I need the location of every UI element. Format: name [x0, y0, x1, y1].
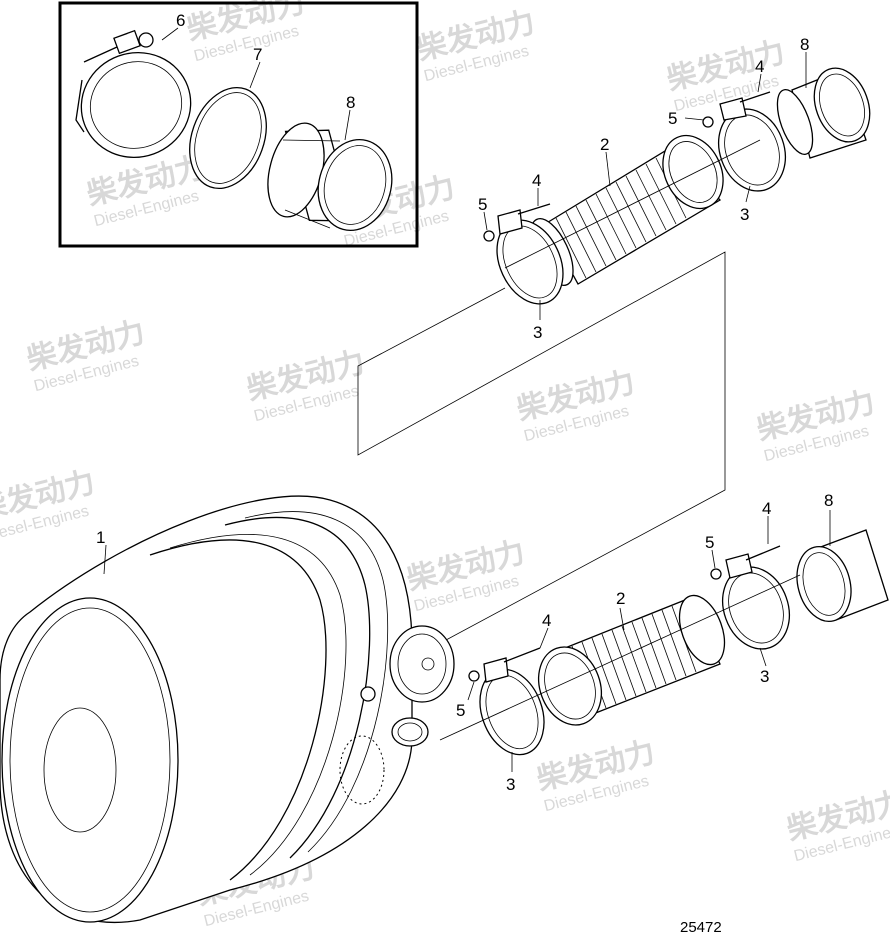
callout-5: 5	[705, 533, 714, 552]
leader-line	[344, 109, 351, 141]
assembly-connector-lines	[357, 251, 726, 655]
centerline	[439, 574, 801, 741]
inset-frame	[58, 1, 419, 248]
callout-4: 4	[532, 171, 541, 190]
callout-2: 2	[616, 589, 625, 608]
inset-detail: 6 7 8	[58, 1, 419, 248]
lower-assembly: 2 4 5 8 3 4 5 3	[439, 491, 889, 794]
inset-clamp-part	[75, 29, 192, 159]
callout-8: 8	[800, 35, 809, 54]
callout-2: 2	[600, 135, 609, 154]
muffler-part: 1	[0, 495, 455, 924]
callout-3: 3	[740, 205, 749, 224]
upper-clamp-right-part	[702, 91, 786, 192]
callout-5: 5	[478, 195, 487, 214]
callout-8: 8	[824, 491, 833, 510]
figure-number: 25472	[680, 919, 722, 936]
inset-ring-part	[189, 86, 267, 190]
callout-5: 5	[668, 109, 677, 128]
leader-line	[249, 61, 261, 89]
callout-3: 3	[533, 323, 542, 342]
inset-pipe-part	[267, 122, 393, 232]
upper-pipe-part	[776, 67, 871, 159]
callout-6: 6	[176, 11, 185, 30]
callout-4: 4	[762, 499, 771, 518]
upper-clamp-left-part	[483, 203, 564, 305]
centerline	[504, 139, 761, 269]
callout-5: 5	[456, 701, 465, 720]
callout-7: 7	[253, 45, 262, 64]
callout-1: 1	[96, 528, 105, 547]
leader-line	[161, 27, 179, 41]
callout-4: 4	[542, 611, 551, 630]
callout-3: 3	[760, 667, 769, 686]
lower-clamp-left-part	[468, 647, 545, 756]
callout-8: 8	[346, 93, 355, 112]
lower-pipe-part	[796, 529, 889, 622]
callout-4: 4	[755, 57, 764, 76]
upper-assembly: 8 4 5 3 2 4 5 3	[478, 35, 871, 342]
callout-3: 3	[506, 775, 515, 794]
lower-bellows-part	[538, 594, 726, 726]
